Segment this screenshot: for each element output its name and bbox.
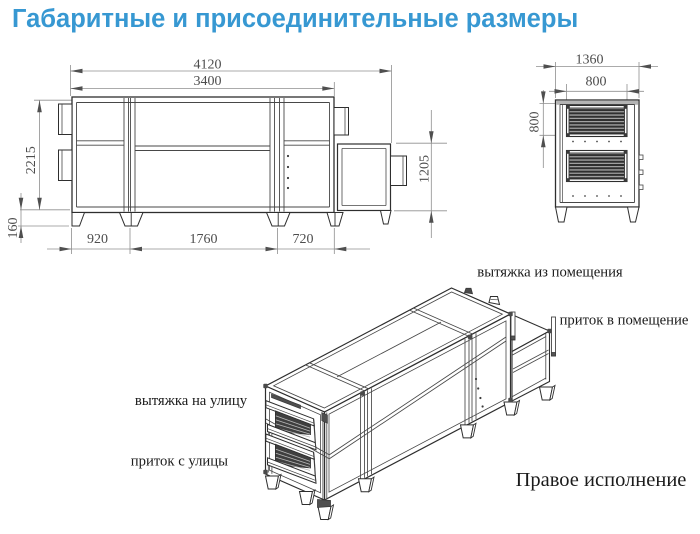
svg-text:800: 800 [586, 74, 607, 89]
svg-text:приток с улицы: приток с улицы [131, 454, 228, 470]
svg-text:1760: 1760 [190, 232, 218, 247]
svg-text:Правое исполнение: Правое исполнение [516, 469, 687, 491]
svg-text:1360: 1360 [576, 53, 604, 68]
svg-text:920: 920 [87, 232, 108, 247]
svg-text:3400: 3400 [194, 74, 222, 89]
svg-text:4120: 4120 [194, 57, 222, 72]
svg-text:вытяжка на улицу: вытяжка на улицу [135, 393, 248, 409]
svg-text:1205: 1205 [418, 155, 433, 183]
svg-text:приток в помещение: приток в помещение [560, 313, 689, 329]
svg-text:160: 160 [6, 218, 21, 239]
svg-text:2215: 2215 [24, 146, 39, 174]
svg-text:720: 720 [293, 232, 314, 247]
svg-text:800: 800 [528, 112, 543, 133]
svg-text:вытяжка из помещения: вытяжка из помещения [477, 265, 623, 281]
